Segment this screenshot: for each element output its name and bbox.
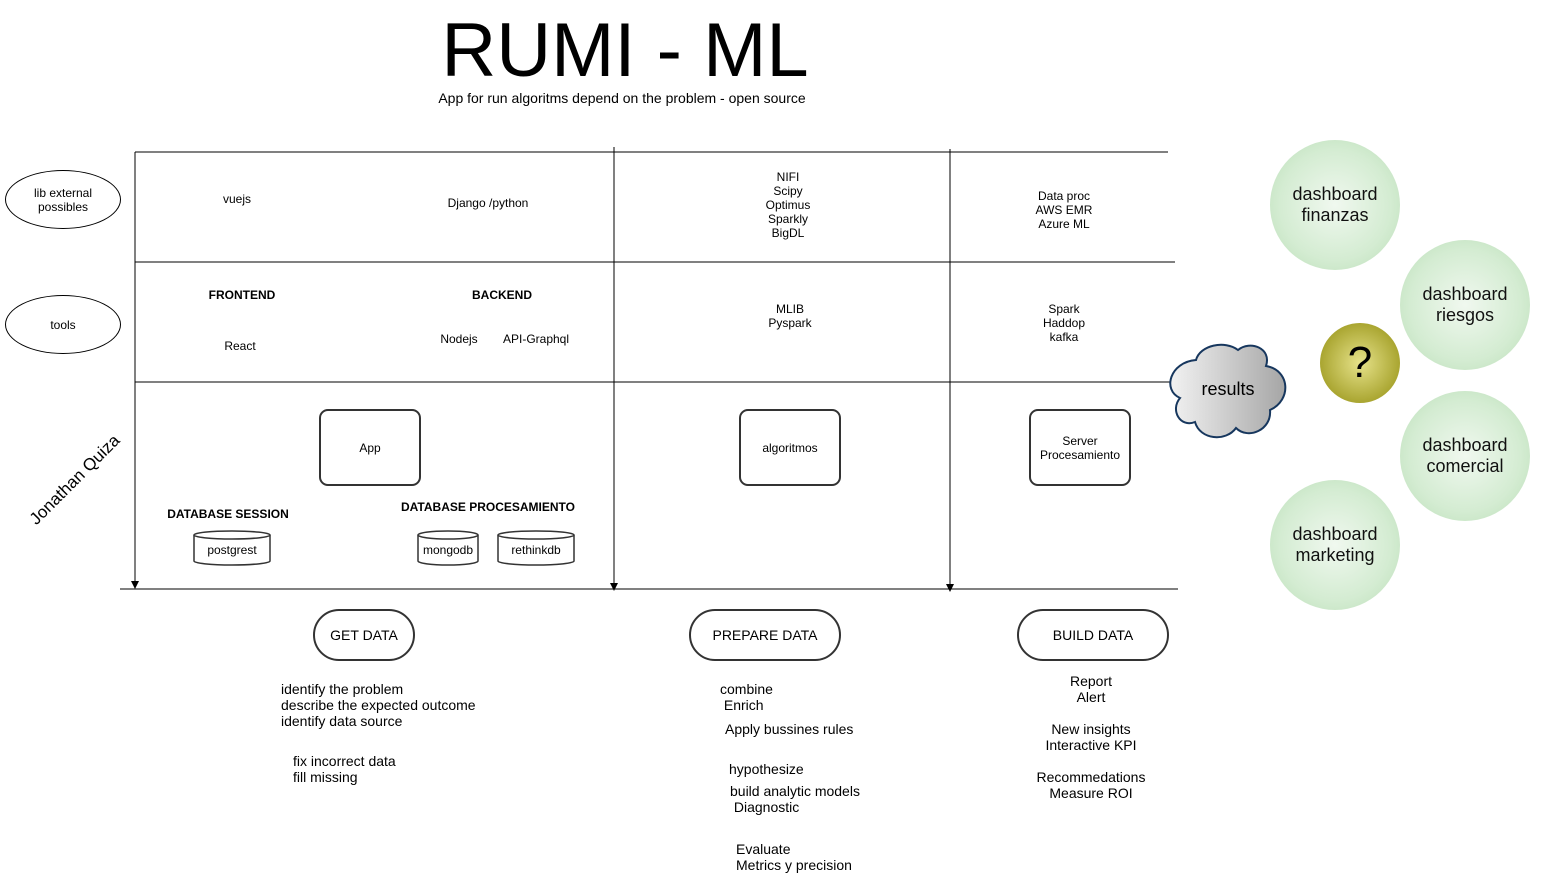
db-session-heading: DATABASE SESSION — [167, 507, 289, 521]
tools-build-list: Spark Haddop kafka — [1042, 302, 1086, 344]
arrow-head-3 — [946, 584, 954, 592]
lib-prepare-list: NIFI Scipy Optimus Sparkly BigDL — [765, 170, 811, 240]
dashboard-marketing: dashboard marketing — [1270, 480, 1400, 610]
page-subtitle: App for run algoritms depend on the prob… — [438, 90, 806, 106]
page-title: RUMI - ML — [441, 8, 809, 93]
arrow-head-2 — [610, 583, 618, 591]
dashboard-marketing-label: dashboard marketing — [1292, 524, 1378, 565]
dashboard-comercial: dashboard comercial — [1400, 391, 1530, 521]
notes-prepare-1: combine Enrich — [720, 681, 773, 713]
rethinkdb-label: rethinkdb — [511, 543, 561, 557]
question-mark: ? — [1347, 338, 1373, 387]
lib-django: Django /python — [447, 196, 529, 210]
notes-prepare-4: build analytic models Diagnostic — [730, 783, 860, 815]
algoritmos-box: algoritmos — [739, 409, 841, 486]
results-label: results — [1201, 379, 1255, 399]
frontend-heading: FRONTEND — [208, 288, 276, 302]
postgrest-cylinder — [193, 530, 271, 566]
mongodb-label: mongodb — [422, 543, 474, 557]
row-label-lib-external: lib external possibles — [5, 170, 121, 229]
notes-build-3: Recommedations Measure ROI — [1036, 769, 1146, 801]
stage-prepare-data: PREPARE DATA — [689, 609, 841, 661]
server-procesamiento-box: Server Procesamiento — [1029, 409, 1131, 486]
lib-vuejs: vuejs — [222, 192, 251, 206]
results-cloud — [1169, 343, 1287, 438]
dashboard-riesgos: dashboard riesgos — [1400, 240, 1530, 370]
tools-prepare-list: MLIB Pyspark — [768, 302, 812, 330]
arrow-head-1 — [131, 581, 139, 589]
backend-tool-nodejs: Nodejs — [440, 332, 478, 346]
lib-build-list: Data proc AWS EMR Azure ML — [1035, 189, 1093, 231]
notes-get-2: fix incorrect data fill missing — [293, 753, 396, 785]
dashboard-riesgos-label: dashboard riesgos — [1422, 284, 1508, 325]
dashboard-comercial-label: dashboard comercial — [1422, 435, 1508, 476]
db-procesamiento-heading: DATABASE PROCESAMIENTO — [400, 500, 575, 514]
question-circle — [1320, 323, 1400, 403]
app-box: App — [319, 409, 421, 486]
notes-get-1: identify the problem describe the expect… — [281, 681, 476, 729]
dashboard-finanzas-label: dashboard finanzas — [1292, 184, 1378, 225]
row-label-tools: tools — [5, 295, 121, 354]
mongodb-cylinder — [417, 530, 479, 566]
dashboard-finanzas: dashboard finanzas — [1270, 140, 1400, 270]
notes-prepare-2: Apply bussines rules — [725, 721, 854, 737]
backend-tool-graphql: API-Graphql — [502, 332, 570, 346]
stage-get-data: GET DATA — [313, 609, 415, 661]
notes-prepare-5: Evaluate Metrics y precision — [736, 841, 852, 873]
notes-build-1: Report Alert — [1069, 673, 1113, 705]
backend-heading: BACKEND — [472, 288, 532, 302]
postgrest-label: postgrest — [207, 543, 257, 557]
frontend-tool: React — [224, 339, 256, 353]
notes-prepare-3: hypothesize — [729, 761, 804, 777]
rethinkdb-cylinder — [497, 530, 575, 566]
stage-build-data: BUILD DATA — [1017, 609, 1169, 661]
notes-build-2: New insights Interactive KPI — [1045, 721, 1137, 753]
